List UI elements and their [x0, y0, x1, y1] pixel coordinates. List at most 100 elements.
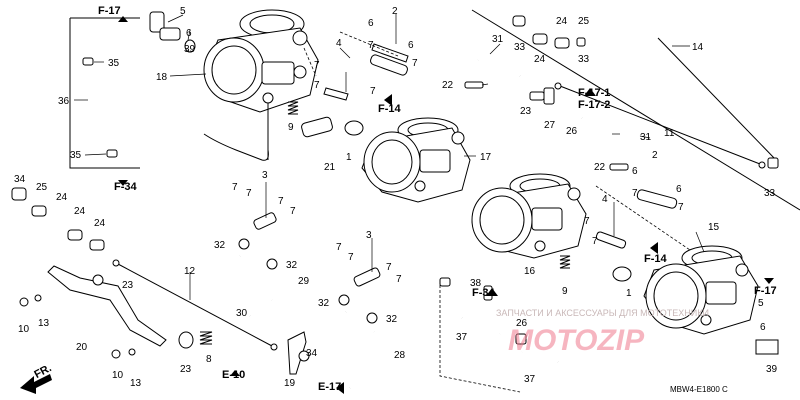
part-label-36: 36: [58, 96, 70, 107]
part-label-9: 9: [288, 122, 294, 133]
part-label-24: 24: [534, 54, 546, 65]
carburetor-18: [203, 9, 319, 160]
part-label-24: 24: [74, 206, 86, 217]
part-label-27: 27: [544, 120, 556, 131]
part-label-23: 23: [122, 280, 134, 291]
part-label-9: 9: [562, 286, 568, 297]
part-label-14: 14: [692, 42, 704, 53]
front-direction-arrow: [20, 374, 52, 394]
part-label-23: 23: [180, 364, 192, 375]
part-label-32: 32: [386, 314, 398, 325]
part-label-2: 2: [392, 6, 398, 17]
part-label-7: 7: [386, 262, 392, 273]
part-label-10: 10: [18, 324, 30, 335]
part-label-7: 7: [314, 60, 320, 71]
part-label-7: 7: [592, 236, 598, 247]
part-label-28: 28: [394, 350, 406, 361]
part-label-39: 39: [766, 364, 778, 375]
part-label-10: 10: [112, 370, 124, 381]
part-label-22: 22: [594, 162, 606, 173]
reference-arrows: [118, 16, 774, 394]
part-label-33: 33: [764, 188, 776, 199]
part-label-38: 38: [470, 278, 482, 289]
part-label-18: 18: [156, 72, 168, 83]
part-label-19: 19: [284, 378, 296, 389]
part-label-6: 6: [632, 166, 638, 177]
part-label-7: 7: [678, 202, 684, 213]
part-label-32: 32: [318, 298, 330, 309]
part-label-10: 1: [626, 288, 632, 299]
part-label-12: 12: [184, 266, 196, 277]
part-label-7: 7: [348, 252, 354, 263]
part-label-7: 7: [290, 206, 296, 217]
part-label-26: 26: [566, 126, 578, 137]
part-label-25: 25: [36, 182, 48, 193]
carburetor-17: [361, 117, 471, 203]
part-label-7: 7: [396, 274, 402, 285]
part-label-37: 37: [456, 332, 468, 343]
ref-f34-a: F-34: [114, 181, 138, 193]
ref-f17-1: F-17-1: [578, 87, 610, 99]
part-label-29: 29: [298, 276, 310, 287]
part-label-5: 5: [758, 298, 764, 309]
diagram-code: MBW4-E1800 C: [670, 385, 728, 394]
part-label-31: 31: [640, 132, 652, 143]
small-parts: [11, 11, 779, 375]
part-label-33: 33: [578, 54, 590, 65]
part-label-7: 7: [368, 40, 374, 51]
part-label-22: 22: [442, 80, 454, 91]
part-label-3: 3: [262, 170, 268, 181]
part-label-8: 8: [206, 354, 212, 365]
ref-f17-top: F-17: [98, 5, 121, 17]
part-label-13: 13: [130, 378, 142, 389]
guide-lines: [303, 31, 691, 393]
watermark-brand-logo: MOTOZIP: [508, 324, 645, 357]
watermark: MOTOZIP ЗАПЧАСТИ И АКСЕССУАРЫ ДЛЯ МОТОТЕ…: [496, 308, 709, 357]
part-label-32: 32: [214, 240, 226, 251]
part-label-25: 25: [578, 16, 590, 27]
shafts: [112, 37, 777, 351]
watermark-text: ЗАПЧАСТИ И АКСЕССУАРЫ ДЛЯ МОТОТЕХНИКИ: [496, 308, 709, 318]
part-label-31: 31: [492, 34, 504, 45]
part-label-2: 2: [652, 150, 658, 161]
part-label-24: 24: [56, 192, 68, 203]
part-label-39: 39: [184, 44, 196, 55]
part-label-16: 16: [524, 266, 536, 277]
reference-labels: F-17 F-17-1 F-17-2 F-14 F-14 F-34 F-34 E…: [98, 5, 777, 393]
part-label-1: 1: [346, 152, 352, 163]
part-label-7: 7: [412, 58, 418, 69]
part-label-30: 30: [236, 308, 248, 319]
carburetor-15: [643, 245, 759, 335]
part-label-4: 4: [602, 194, 608, 205]
part-label-6: 6: [368, 18, 374, 29]
part-label-33: 33: [514, 42, 526, 53]
part-label-35: 35: [108, 58, 120, 69]
part-label-21: 21: [324, 162, 336, 173]
part-label-11: 11: [664, 128, 675, 139]
ref-e17: E-17: [318, 381, 341, 393]
part-label-20: 20: [76, 342, 88, 353]
ref-f34-b: F-34: [472, 287, 496, 299]
part-label-37: 37: [524, 374, 536, 385]
part-label-35: 35: [70, 150, 82, 161]
part-label-7: 7: [278, 196, 284, 207]
part-label-6: 6: [760, 322, 766, 333]
part-label-15: 15: [708, 222, 720, 233]
ref-f17-right: F-17: [754, 285, 777, 297]
part-label-3: 3: [366, 230, 372, 241]
part-label-6: 6: [186, 28, 192, 39]
part-label-26: 26: [516, 318, 528, 329]
ref-f17-2: F-17-2: [578, 99, 610, 111]
part-label-32: 32: [286, 260, 298, 271]
part-label-4: 4: [336, 38, 342, 49]
part-label-24: 24: [556, 16, 568, 27]
part-label-7: 7: [370, 86, 376, 97]
ref-f14-a: F-14: [378, 103, 402, 115]
hoses: [87, 50, 641, 390]
part-label-7: 7: [584, 216, 590, 227]
ref-f14-b: F-14: [644, 253, 668, 265]
carburetor-16: [471, 173, 587, 259]
part-label-7: 7: [246, 188, 252, 199]
part-label-7: 7: [232, 182, 238, 193]
